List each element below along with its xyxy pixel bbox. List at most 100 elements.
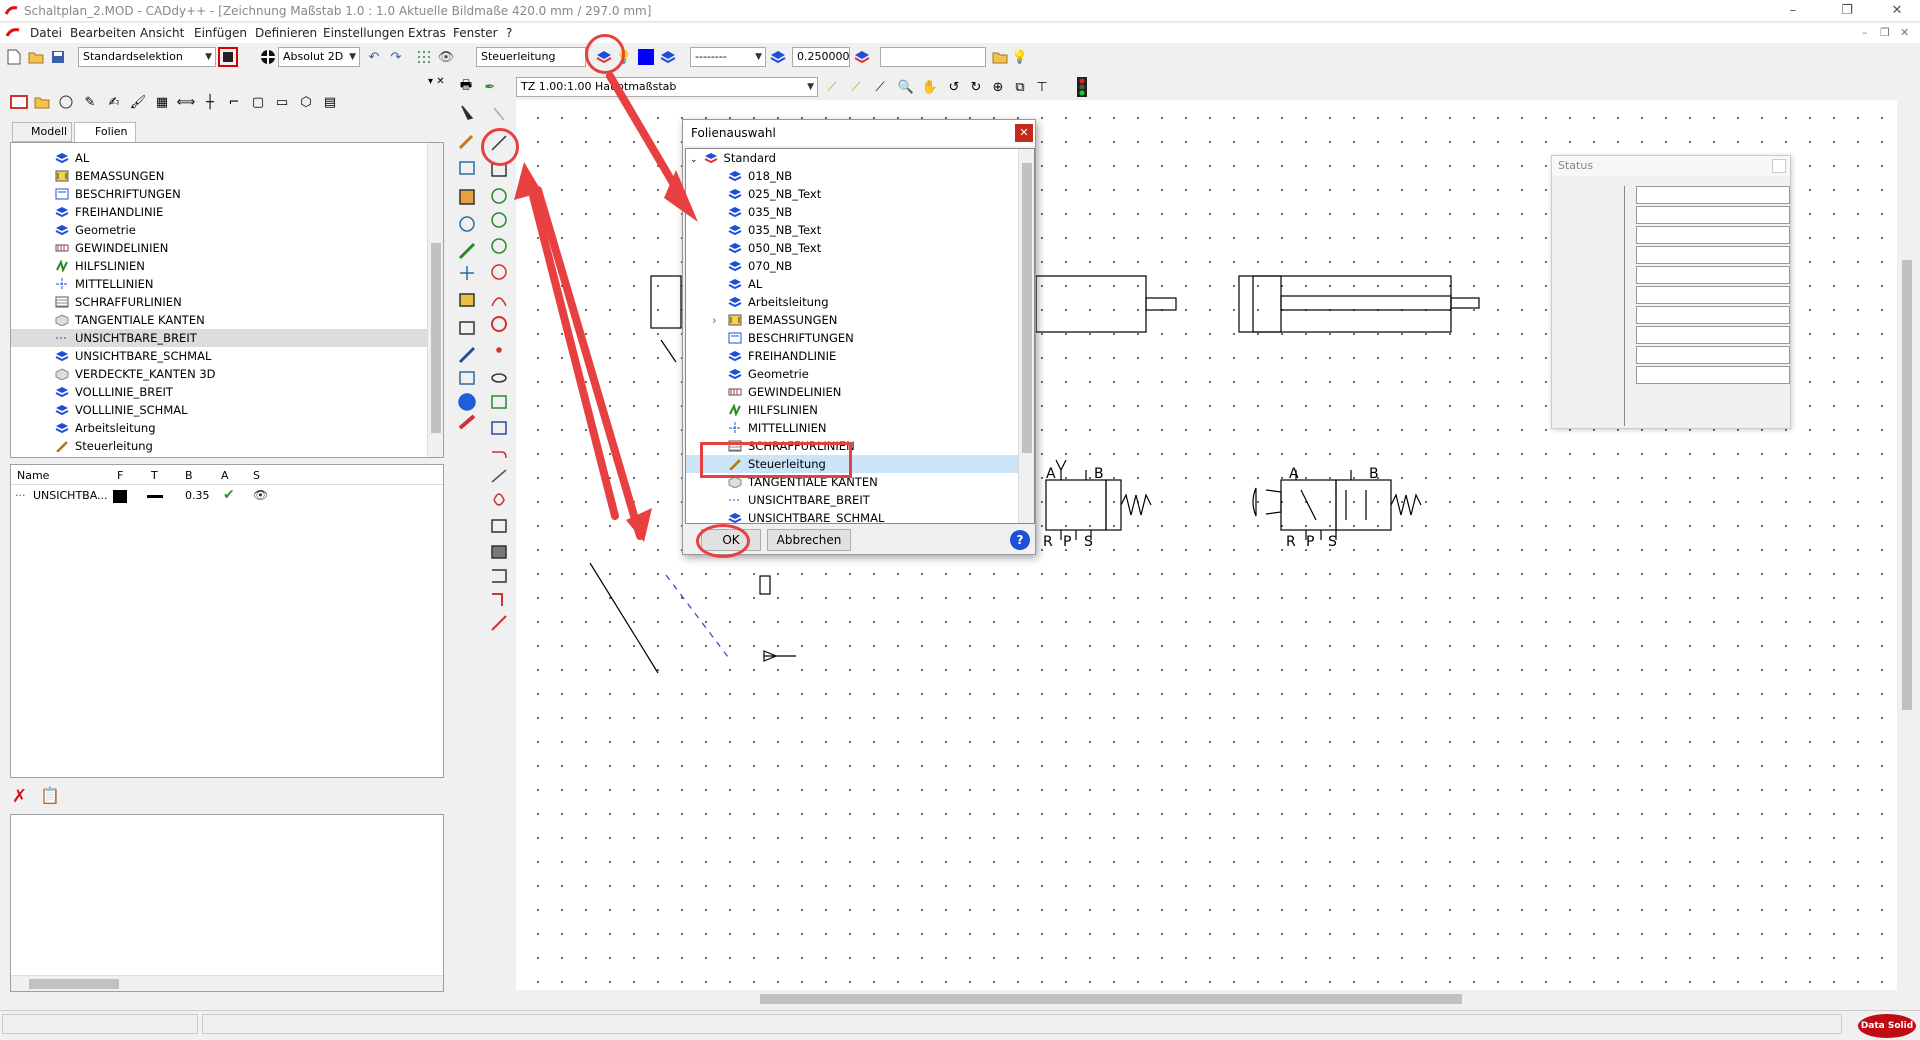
linetype-sample[interactable] [147, 495, 163, 498]
redraw-button[interactable]: ⊤ [1032, 77, 1052, 97]
panel-pin-icon[interactable]: ▾ ✕ [428, 76, 445, 87]
dialog-layer-bemassungen[interactable]: ›BEMASSUNGEN [686, 311, 1020, 329]
panel-tool-8[interactable]: ⟺ [176, 92, 196, 112]
mdi-restore-button[interactable]: ❐ [1880, 26, 1890, 39]
linewidth-button[interactable] [768, 47, 788, 67]
col-b[interactable]: B [185, 469, 193, 482]
layer-tree-scrollbar[interactable] [427, 143, 443, 457]
layer-item-arbeitsleitung[interactable]: Arbeitsleitung [11, 419, 427, 437]
status-title-bar[interactable]: Status [1552, 156, 1790, 176]
dialog-layer-070-nb[interactable]: 070_NB [686, 257, 1020, 275]
dialog-layer-018-nb[interactable]: 018_NB [686, 167, 1020, 185]
pen-color-button[interactable]: ✒ [480, 77, 500, 97]
redo-button[interactable]: ↷ [386, 47, 406, 67]
zoom-all-button[interactable]: ⊕ [988, 77, 1008, 97]
tab-folien[interactable]: Folien [74, 122, 136, 142]
linetype-select[interactable]: --------▼ [690, 47, 766, 67]
clipboard-icon[interactable]: 📋 [40, 786, 60, 805]
dialog-layer-arbeitsleitung[interactable]: Arbeitsleitung [686, 293, 1020, 311]
zoom-prev-button[interactable]: ⧉ [1010, 77, 1030, 97]
dialog-list-scrollbar[interactable] [1018, 149, 1034, 523]
delete-layer-icon[interactable]: ✗ [12, 786, 28, 807]
dialog-layer-unsichtbare-schmal[interactable]: UNSICHTBARE_SCHMAL [686, 509, 1020, 523]
menu-datei[interactable]: Datei [30, 26, 63, 40]
col-name[interactable]: Name [17, 469, 50, 482]
menu-help[interactable]: ? [506, 26, 513, 40]
dialog-layer-035-nb-text[interactable]: 035_NB_Text [686, 221, 1020, 239]
layer-item-steuerleitung[interactable]: Steuerleitung [11, 437, 427, 455]
layer-item-hilfslinien[interactable]: HILFSLINIEN [11, 257, 427, 275]
dialog-layer-al[interactable]: AL [686, 275, 1020, 293]
new-file-button[interactable] [4, 47, 24, 67]
mdi-minimize-button[interactable]: – [1862, 26, 1868, 39]
layer-item-unsichtbare-schmal[interactable]: UNSICHTBARE_SCHMAL [11, 347, 427, 365]
dialog-layer-025-nb-text[interactable]: 025_NB_Text [686, 185, 1020, 203]
rotate-left-button[interactable]: ↺ [944, 77, 964, 97]
panel-tool-14[interactable]: ▤ [320, 92, 340, 112]
selection-mode-select[interactable]: Standardselektion▼ [78, 47, 216, 67]
layer-item-freihandlinie[interactable]: FREIHANDLINIE [11, 203, 427, 221]
help-icon[interactable]: ? [1010, 530, 1030, 550]
panel-tool-1[interactable] [8, 92, 30, 112]
col-s[interactable]: S [253, 469, 260, 482]
mdi-close-button[interactable]: ✕ [1900, 26, 1910, 39]
menu-definieren[interactable]: Definieren [255, 26, 318, 40]
close-button[interactable]: ✕ [1891, 3, 1903, 18]
scale-tool-1[interactable]: ⟋ [822, 77, 842, 97]
rotate-right-button[interactable]: ↻ [966, 77, 986, 97]
layer-item-unsichtbare-breit[interactable]: UNSICHTBARE_BREIT [11, 329, 427, 347]
layer-item-al[interactable]: AL [11, 149, 427, 167]
coordinate-mode-select[interactable]: Absolut 2D▼ [278, 47, 360, 67]
check-icon[interactable]: ✔ [223, 487, 235, 503]
snap-button[interactable] [258, 47, 278, 67]
menu-bearbeiten[interactable]: Bearbeiten [70, 26, 136, 40]
layer-item-volllinie-schmal[interactable]: VOLLLINIE_SCHMAL [11, 401, 427, 419]
panel-tool-11[interactable]: ▢ [248, 92, 268, 112]
panel-tool-6[interactable]: 🖌 [128, 92, 148, 112]
layer-item-gewindelinien[interactable]: GEWINDELINIEN [11, 239, 427, 257]
undo-button[interactable]: ↶ [364, 47, 384, 67]
menu-extras[interactable]: Extras [408, 26, 446, 40]
dialog-layer-steuerleitung[interactable]: Steuerleitung [686, 455, 1020, 473]
color-blue-button[interactable] [636, 47, 656, 67]
panel-tool-7[interactable]: ▦ [152, 92, 172, 112]
table-row[interactable]: ··· UNSICHTBA... 0.35 ✔ 👁 [11, 487, 443, 505]
col-t[interactable]: T [151, 469, 158, 482]
dialog-layer-035-nb[interactable]: 035_NB [686, 203, 1020, 221]
panel-tool-4[interactable]: ✎ [80, 92, 100, 112]
layer-item-beschriftungen[interactable]: BESCHRIFTUNGEN [11, 185, 427, 203]
menu-ansicht[interactable]: Ansicht [140, 26, 185, 40]
scrollbar-thumb[interactable] [431, 243, 441, 433]
print-button[interactable]: 🖶 [456, 77, 476, 97]
color-select-button[interactable] [218, 47, 238, 67]
layer-item-geometrie[interactable]: Geometrie [11, 221, 427, 239]
panel-tool-5[interactable]: ✍ [104, 92, 124, 112]
dialog-layer-050-nb-text[interactable]: 050_NB_Text [686, 239, 1020, 257]
eye-icon[interactable]: 👁 [253, 488, 269, 502]
dialog-layer-freihandlinie[interactable]: FREIHANDLINIE [686, 347, 1020, 365]
traffic-light-button[interactable] [1072, 77, 1092, 97]
dialog-layer-tangentiale-kanten[interactable]: TANGENTIALE KANTEN [686, 473, 1020, 491]
scrollbar-thumb[interactable] [760, 994, 1462, 1004]
scale-tool-3[interactable]: ⟋ [870, 77, 890, 97]
dialog-layer-geometrie[interactable]: Geometrie [686, 365, 1020, 383]
scrollbar-thumb[interactable] [1902, 260, 1912, 710]
folder-layer-button[interactable] [990, 47, 1010, 67]
dialog-layer-unsichtbare-breit[interactable]: UNSICHTBARE_BREIT [686, 491, 1020, 509]
cancel-button[interactable]: Abbrechen [767, 529, 851, 551]
panel-tool-2[interactable] [32, 92, 52, 112]
tree-root-standard[interactable]: ⌄Standard [690, 149, 776, 167]
menu-einfuegen[interactable]: Einfügen [194, 26, 247, 40]
panel-tool-3[interactable] [56, 92, 76, 112]
view-button[interactable]: 👁 [436, 47, 456, 67]
dialog-layer-mittellinien[interactable]: MITTELLINIEN [686, 419, 1020, 437]
zoom-window-button[interactable]: 🔍 [896, 77, 916, 97]
layer-item-volllinie-breit[interactable]: VOLLLINIE_BREIT [11, 383, 427, 401]
color-swatch[interactable] [113, 490, 127, 503]
bulb-button[interactable]: 💡 [1010, 47, 1030, 67]
grid-button[interactable] [414, 47, 434, 67]
canvas-vscrollbar[interactable] [1898, 100, 1916, 990]
panel-tool-9[interactable]: ┼ [200, 92, 220, 112]
dialog-layer-beschriftungen[interactable]: BESCHRIFTUNGEN [686, 329, 1020, 347]
scrollbar-thumb[interactable] [1022, 163, 1032, 453]
